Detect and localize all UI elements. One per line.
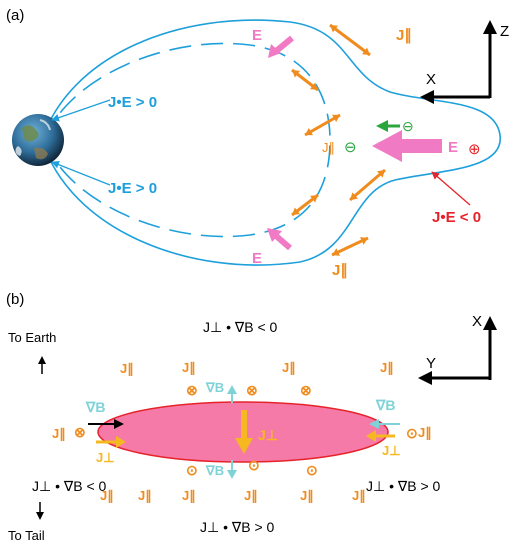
grad-b-top-arrow [227, 385, 237, 403]
into-page-icon: ⊗ [300, 382, 312, 398]
j-par-label: J∥ [352, 488, 366, 504]
panel-a-label: (a) [6, 7, 24, 24]
j-par-arrows-a [291, 23, 386, 257]
j-perp-left-arrow [96, 436, 126, 448]
j-par-label-top: J∥ [396, 27, 412, 44]
j-par-label: J∥ [182, 488, 196, 504]
je-pos-2-label: J•E > 0 [108, 180, 157, 197]
j-par-arrowhead [377, 170, 385, 178]
j-par-label: J∥ [120, 361, 134, 377]
j-par-arrow [349, 168, 386, 202]
panel-b-label: (b) [6, 291, 24, 308]
j-perp-center-arrow [235, 410, 253, 454]
minus-charge: ⊖ [344, 139, 357, 156]
j-par-arrowhead [332, 114, 340, 123]
grad-b-bottom-label: ∇B [205, 463, 224, 478]
j-par-arrowhead [330, 25, 338, 33]
j-par-label-bottom: J∥ [332, 262, 348, 279]
into-page-icon: ⊗ [74, 424, 86, 440]
je-neg-label: J•E < 0 [432, 209, 481, 226]
j-par-label: J∥ [182, 360, 196, 376]
grad-b-right-arrow [369, 419, 400, 429]
j-par-arrowhead [350, 192, 358, 200]
right-label: J⊥ • ∇B > 0 [366, 478, 441, 494]
j-par-group-b: J∥J∥J∥J∥⊗⊗⊗⊗⊙⊙⊙⊙J∥J∥J∥J∥J∥J∥J∥J∥ [52, 360, 432, 504]
j-par-arrowhead [310, 195, 318, 203]
j-par-center: J∥ [322, 140, 335, 155]
e-field-arrow-lower [267, 228, 292, 251]
to-earth-label: To Earth [8, 330, 56, 345]
j-par-arrowhead [305, 127, 313, 136]
j-par-arrow [329, 23, 371, 57]
grad-b-left-arrow [88, 419, 124, 429]
j-par-label: J∥ [52, 426, 66, 442]
earth-icon [12, 114, 64, 166]
plus-charge: ⊕ [468, 141, 481, 158]
je-pos-1-label: J•E > 0 [108, 94, 157, 111]
out-of-page-icon: ⊙ [406, 425, 418, 441]
out-of-page-icon: ⊙ [306, 462, 318, 478]
axis-y-label-b: Y [426, 355, 436, 372]
j-perp-left-label: J⊥ [96, 450, 115, 465]
e-right-label: E [448, 139, 458, 156]
j-par-arrowhead [292, 70, 300, 78]
to-tail-label: To Tail [8, 528, 45, 543]
j-par-label: J∥ [244, 488, 258, 504]
out-of-page-icon: ⊙ [248, 457, 260, 473]
j-par-label: J∥ [418, 425, 432, 441]
j-perp-center-label: J⊥ [258, 427, 278, 443]
axis-z-label: Z [500, 23, 509, 40]
left-label: J⊥ • ∇B < 0 [32, 478, 107, 494]
into-page-icon: ⊗ [186, 382, 198, 398]
minus-green-charge: ⊖ [402, 118, 414, 134]
je-pos-2-arrow [51, 160, 111, 186]
j-par-label: J∥ [282, 360, 296, 376]
out-of-page-icon: ⊙ [186, 462, 198, 478]
axes-a [420, 20, 497, 104]
to-earth-arrow [38, 356, 46, 374]
j-par-label: J∥ [380, 360, 394, 376]
j-par-label: J∥ [138, 488, 152, 504]
bottom-label: J⊥ • ∇B > 0 [200, 519, 275, 535]
axis-x-label-b: X [472, 313, 482, 330]
axis-x-label-a: X [426, 71, 436, 88]
j-par-arrowhead [360, 237, 368, 245]
je-neg-arrow [431, 171, 471, 206]
e-upper-label: E [252, 27, 262, 44]
electron-arrow [376, 120, 400, 132]
into-page-icon: ⊗ [246, 382, 258, 398]
j-par-label: J∥ [100, 488, 114, 504]
inner-field-line [43, 42, 331, 238]
j-perp-right-label: J⊥ [382, 443, 401, 458]
j-par-arrowhead [292, 207, 300, 215]
j-par-label: J∥ [300, 488, 314, 504]
e-field-arrow-upper [268, 35, 294, 58]
e-field-arrow-right [372, 130, 442, 162]
to-tail-arrow [36, 502, 44, 520]
outer-field-line [41, 19, 501, 266]
top-label: J⊥ • ∇B < 0 [203, 319, 278, 335]
je-pos-1-arrow [51, 99, 111, 122]
grad-b-bottom-arrow [227, 460, 237, 479]
e-lower-label: E [252, 250, 262, 267]
j-par-arrowhead [362, 47, 370, 55]
j-par-arrowhead [310, 82, 318, 90]
grad-b-top-label: ∇B [205, 380, 224, 395]
grad-b-left-label: ∇B [85, 399, 105, 415]
j-par-arrowhead [332, 248, 340, 256]
grad-b-right-label: ∇B [375, 397, 395, 413]
j-perp-right-arrow [366, 430, 395, 442]
axes-b [418, 316, 497, 385]
